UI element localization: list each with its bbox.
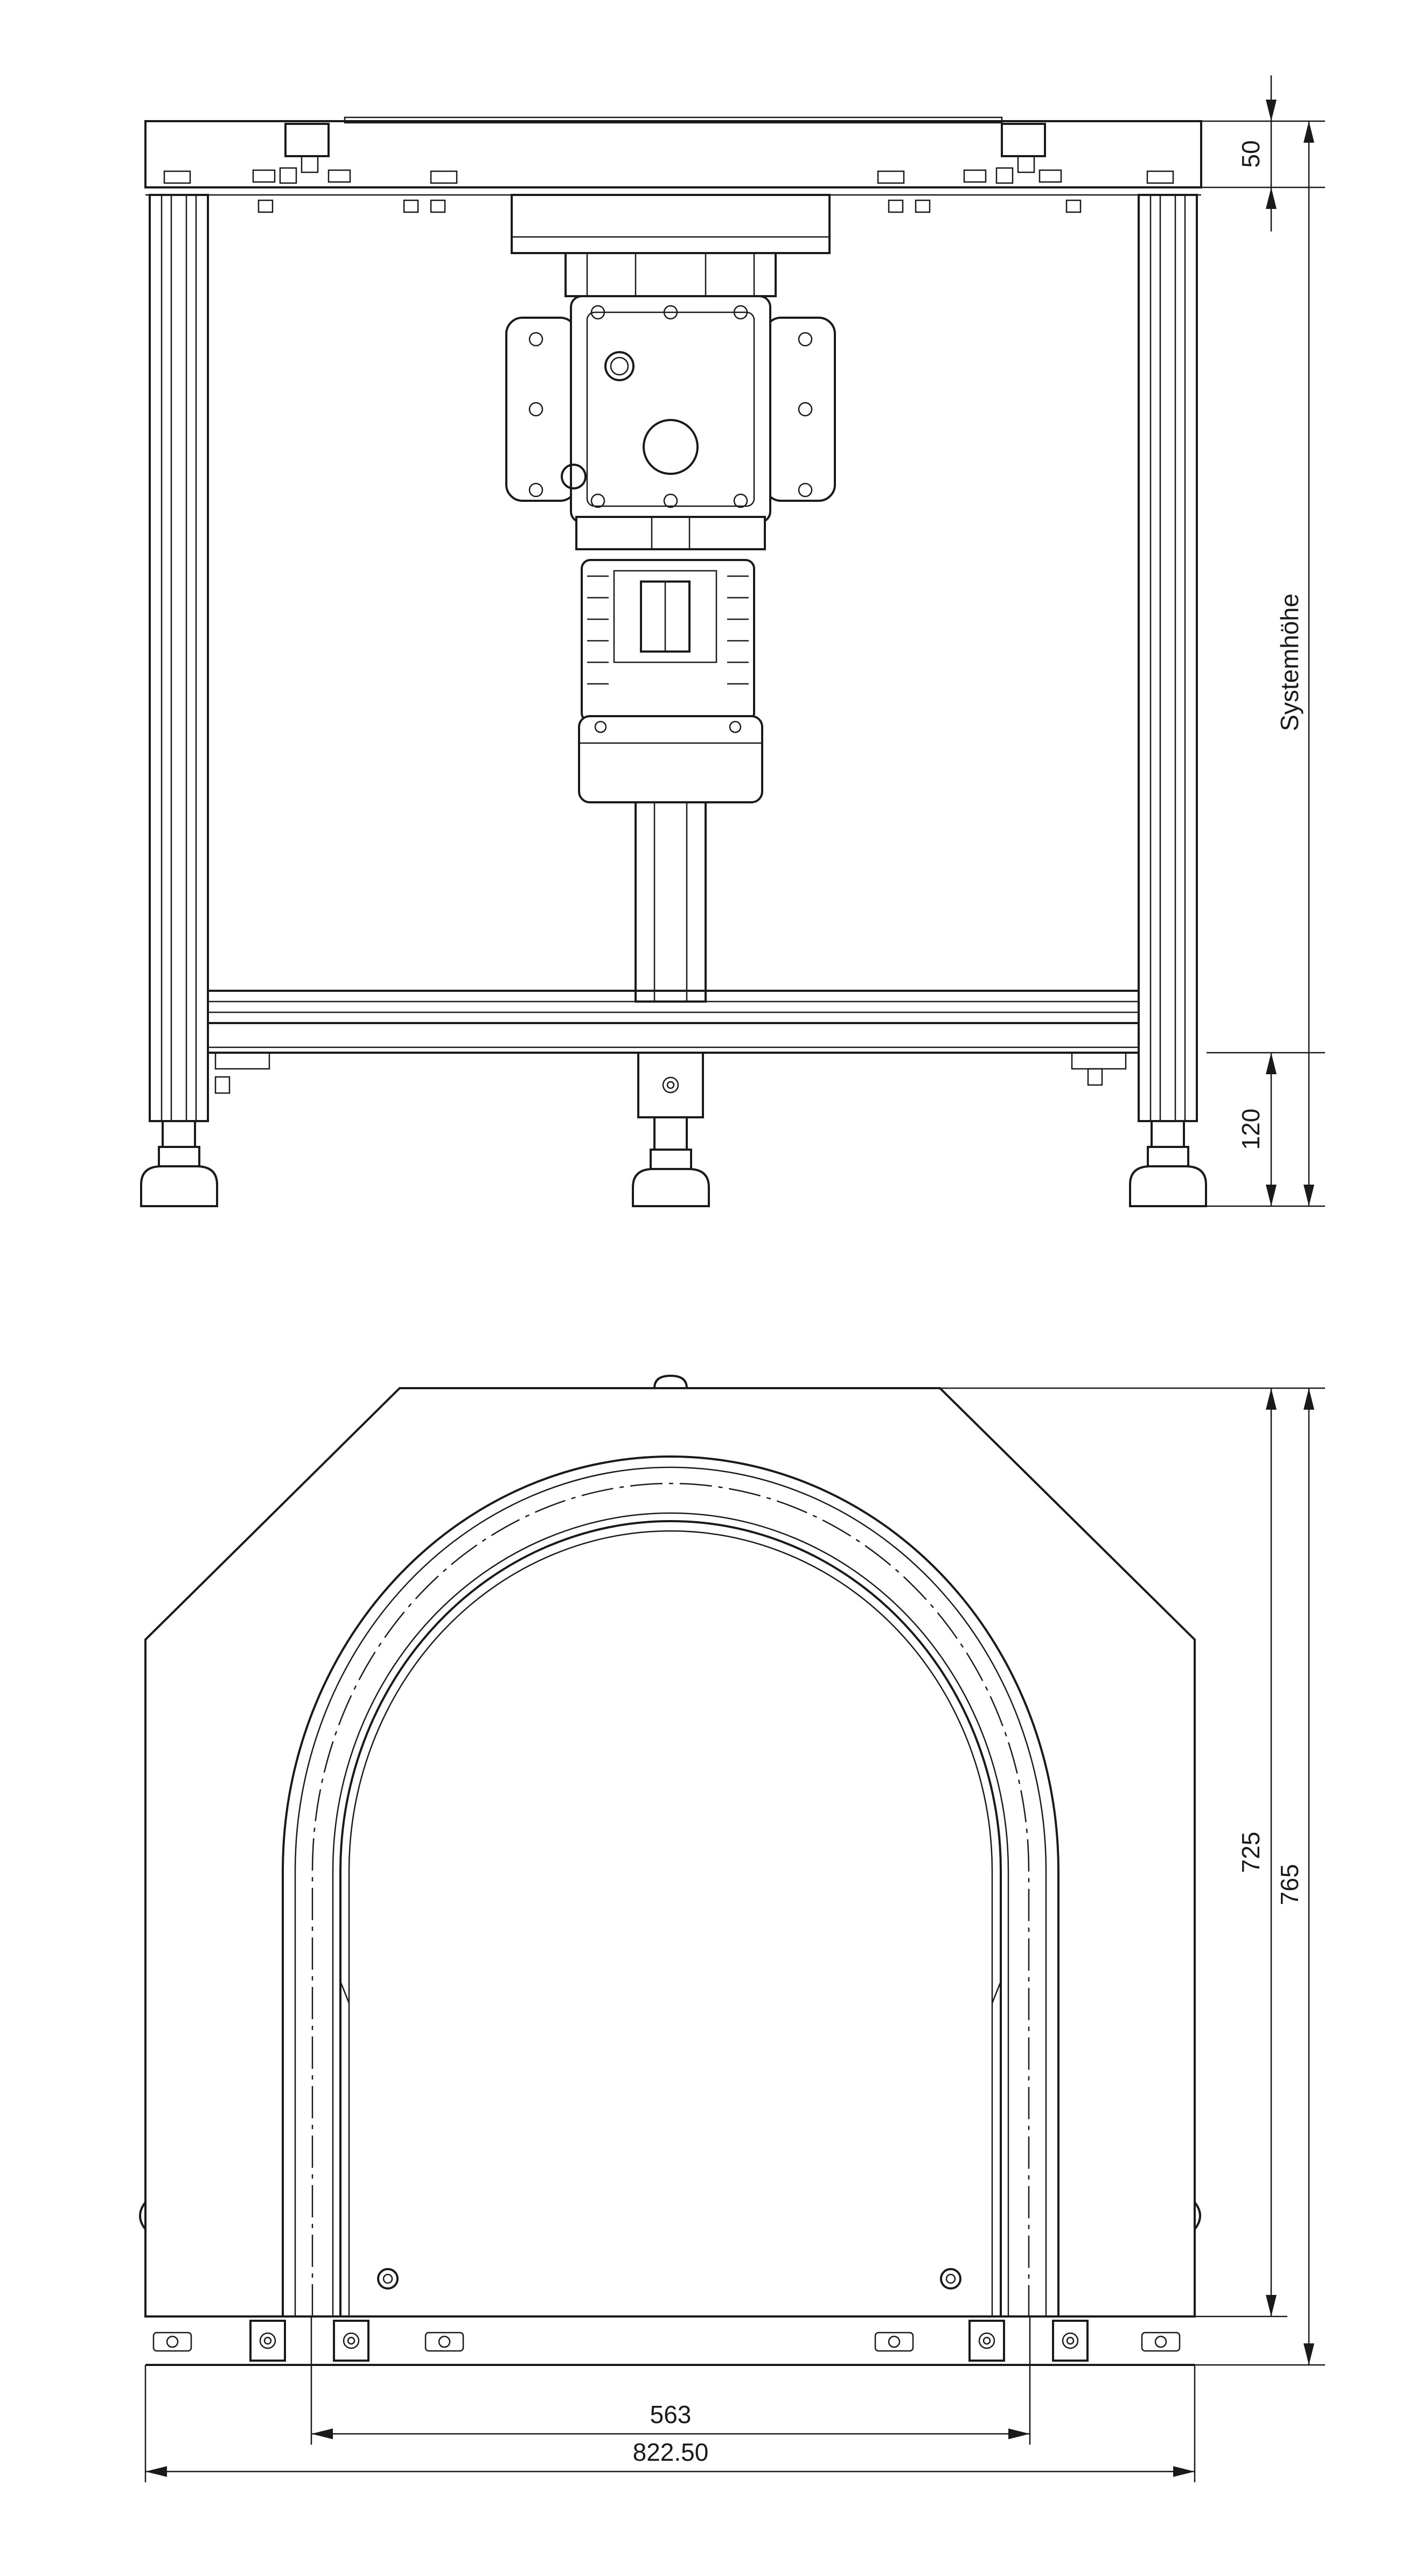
top-clamp-right (1001, 123, 1046, 157)
dim-system-height-label: Systemhöhe (1275, 593, 1304, 731)
right-leg (1138, 194, 1198, 1122)
gearbox (505, 295, 836, 550)
mount-plate (511, 194, 831, 254)
outer-shell (144, 1387, 1196, 2318)
center-column (635, 801, 707, 1003)
dim-inner-height-label: 725 (1237, 1832, 1265, 1873)
dimensions-front-horizontal (144, 2316, 1196, 2482)
dim-total-height-label: 765 (1275, 1864, 1304, 1906)
top-clamp-left (284, 123, 330, 157)
dim-foot-height-label: 120 (1237, 1109, 1265, 1150)
base-fixtures (152, 2320, 1181, 2362)
dimensions-front-vertical (940, 1387, 1325, 2366)
dimensions-side (1202, 75, 1325, 1207)
center-foot-block (637, 1052, 704, 1118)
dim-inner-width-label: 563 (650, 2400, 692, 2428)
top-knob (653, 1374, 688, 1389)
left-leg (149, 194, 209, 1122)
leveling-feet (140, 1116, 1207, 1207)
front-elevation-view: 725 765 563 822.50 (139, 1374, 1325, 2482)
arch-inner (339, 1520, 1002, 2316)
arch-outer (282, 1455, 1059, 2316)
mounting-holes (377, 2268, 961, 2290)
dim-top-height-label: 50 (1237, 140, 1265, 167)
motor (578, 559, 763, 803)
side-elevation-view: 50 Systemhöhe 120 (140, 75, 1325, 1207)
shaft-column (564, 252, 777, 297)
dim-total-width-label: 822.50 (633, 2438, 709, 2466)
crossbeam (207, 990, 1140, 1024)
